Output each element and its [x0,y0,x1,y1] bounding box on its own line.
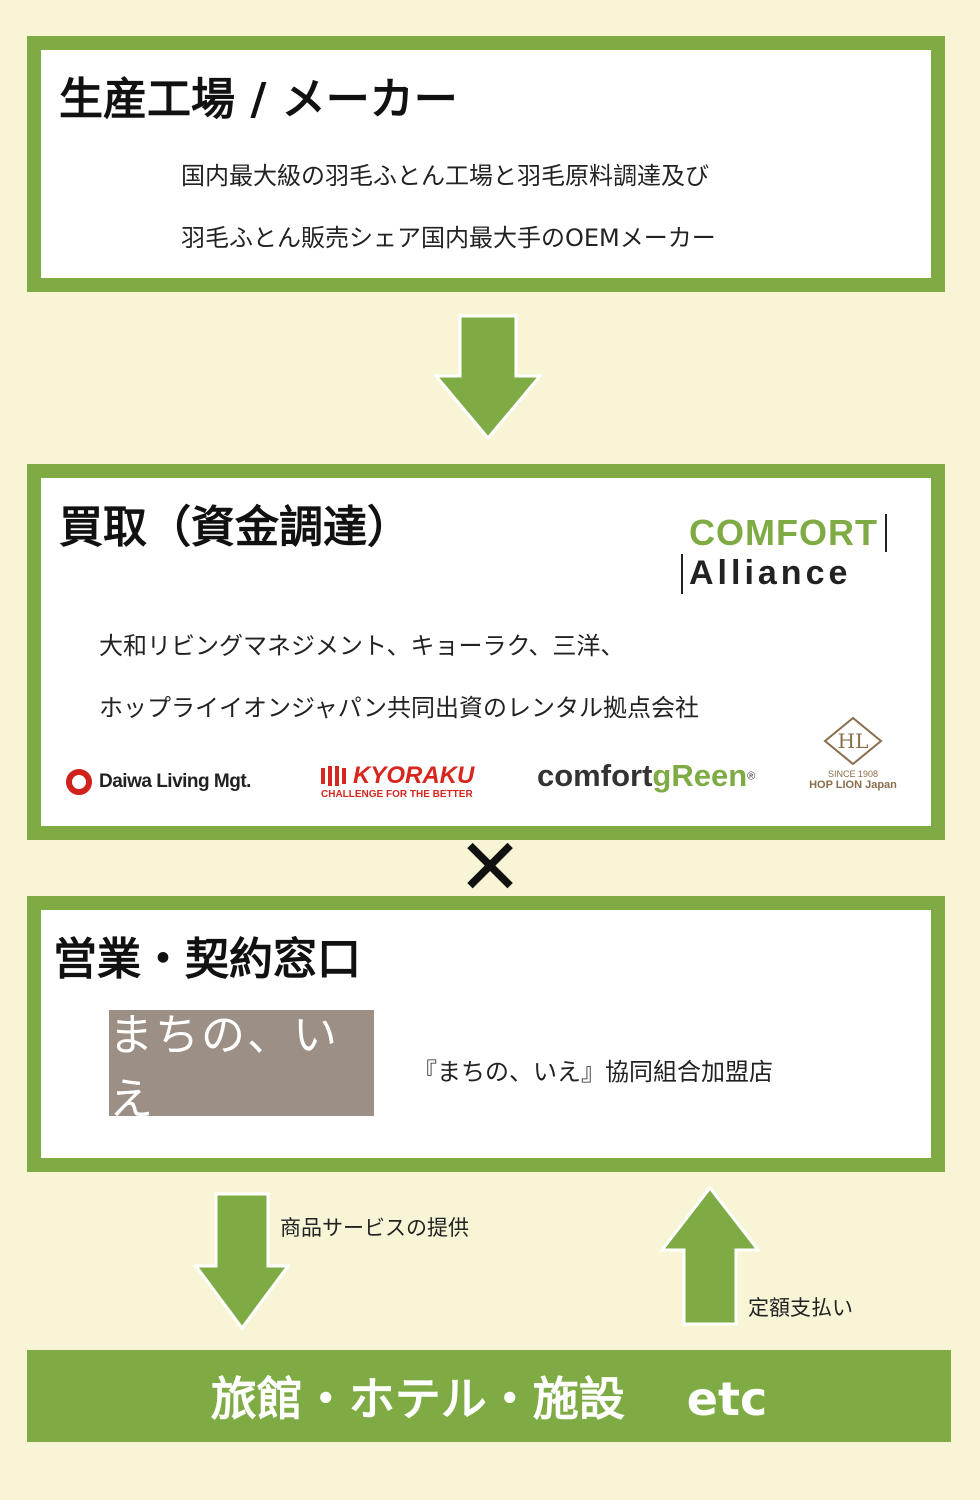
purchase-box: 買取（資金調達） COMFORT Alliance 大和リビングマネジメント、キ… [27,464,945,840]
arrow-up-icon [658,1185,762,1326]
arrow-down-1-icon [432,314,544,441]
purchase-desc-line2: ホップライイオンジャパン共同出資のレンタル拠点会社 [99,694,699,722]
kyoraku-tagline: CHALLENGE FOR THE BETTER [321,789,473,800]
purchase-title: 買取（資金調達） [59,502,411,553]
kyoraku-mark-icon [321,766,346,786]
purchase-desc-line1: 大和リビングマネジメント、キョーラク、三洋、 [99,632,625,660]
kyoraku-logo: KYORAKU CHALLENGE FOR THE BETTER [319,762,474,800]
factory-desc-line2: 羽毛ふとん販売シェア国内最大手のOEMメーカー [181,224,716,252]
flow-down-label: 商品サービスの提供 [280,1216,469,1240]
hoplion-logo: HL SINCE 1908 HOP LION Japan [801,716,905,791]
comfort-green-part2: gReen [652,758,748,793]
comfort-alliance-bottom: Alliance [689,554,852,592]
sales-title: 営業・契約窓口 [53,934,361,985]
comfort-green-logo: comfortgReen® [537,758,755,794]
arrow-down-2-icon [194,1192,290,1331]
comfort-alliance-top: COMFORT [689,512,878,553]
comfort-alliance-divider-top [885,514,887,552]
hoplion-since: SINCE 1908 [827,769,879,779]
comfort-alliance-divider-bottom [681,554,683,594]
sales-box: 営業・契約窓口 まちの、いえ 『まちの、いえ』協同組合加盟店 [27,896,945,1172]
customers-bar: 旅館・ホテル・施設 etc [27,1350,951,1442]
daiwa-logo-text: Daiwa Living Mgt. [99,771,251,792]
flow-up-label: 定額支払い [748,1296,853,1320]
comfort-alliance-logo: COMFORT Alliance [681,506,887,594]
hoplion-name: HOP LION Japan [809,779,897,791]
hoplion-diamond-icon: HL [823,716,883,766]
registered-mark-icon: ® [747,770,756,783]
factory-box: 生産工場 / メーカー 国内最大級の羽毛ふとん工場と羽毛原料調達及び 羽毛ふとん… [27,36,945,292]
machi-no-ie-logo: まちの、いえ [109,1010,374,1125]
factory-title: 生産工場 / メーカー [59,74,458,125]
kyoraku-logo-text: KYORAKU [353,762,475,789]
factory-desc-line1: 国内最大級の羽毛ふとん工場と羽毛原料調達及び [181,162,709,190]
hoplion-mark: HL [838,729,869,753]
sales-desc: 『まちの、いえ』協同組合加盟店 [413,1058,773,1086]
daiwa-logo: Daiwa Living Mgt. [65,768,251,796]
comfort-green-part1: comfort [537,758,653,793]
daiwa-circle-icon [66,769,92,795]
